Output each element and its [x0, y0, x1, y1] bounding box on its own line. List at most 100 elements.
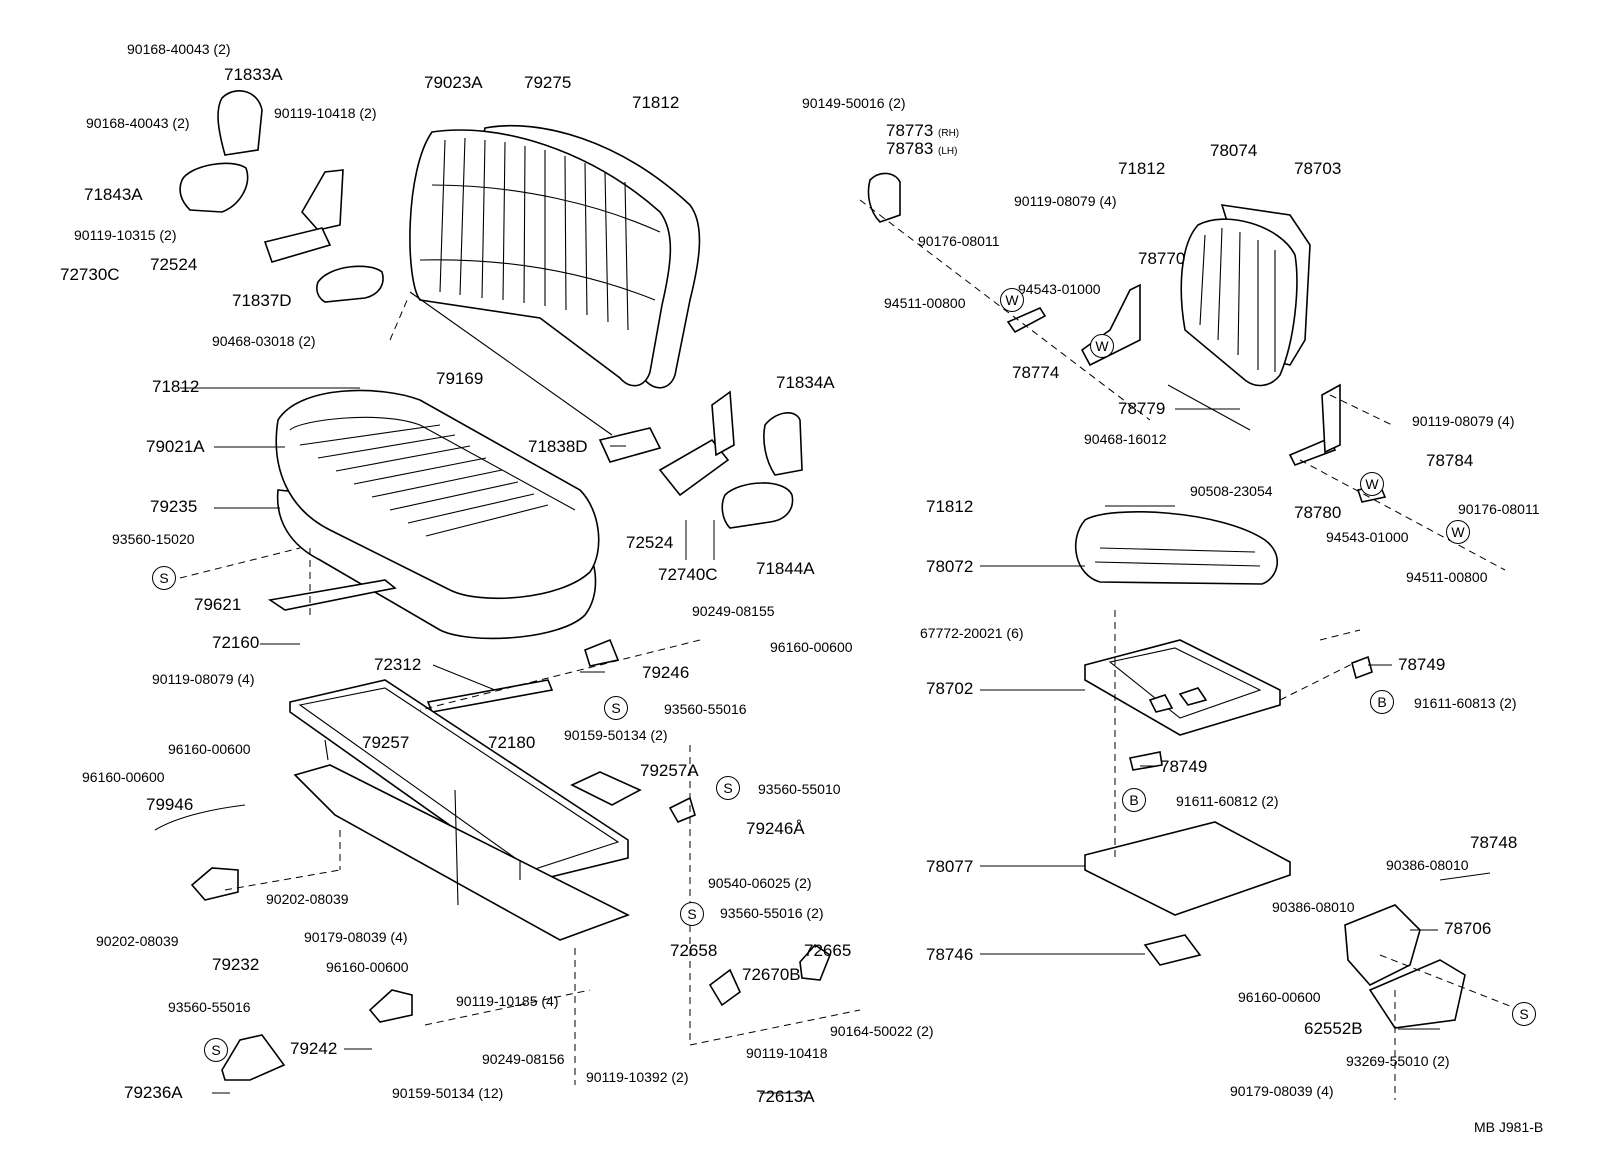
label-79621: 79621: [194, 595, 242, 614]
label-90119-10392: 90119-10392 (2): [586, 1069, 689, 1085]
label-79946: 79946: [146, 795, 194, 814]
label-78779: 78779: [1118, 399, 1166, 418]
label-72180: 72180: [488, 733, 536, 752]
label-78706: 78706: [1444, 919, 1492, 938]
label-94543-01000-r: 94543-01000: [1326, 529, 1409, 545]
label-90508-23054: 90508-23054: [1190, 483, 1273, 499]
label-72670b: 72670B: [742, 965, 801, 984]
label-78703: 78703: [1294, 159, 1342, 178]
symbol-b-circle: B: [1370, 690, 1394, 714]
label-90164-50022: 90164-50022 (2): [830, 1023, 934, 1039]
symbol-s-circle: S: [204, 1038, 228, 1062]
label-79169: 79169: [436, 369, 484, 388]
label-90540-06025: 90540-06025 (2): [708, 875, 812, 891]
label-78784: 78784: [1426, 451, 1474, 470]
label-78783: 78783 (LH): [886, 140, 957, 157]
label-72524-top: 72524: [150, 255, 198, 274]
label-72160: 72160: [212, 633, 260, 652]
label-71838d: 71838D: [528, 437, 588, 456]
label-78749-mid: 78749: [1160, 757, 1208, 776]
label-93560-55010: 93560-55010: [758, 781, 841, 797]
label-72740c: 72740C: [658, 565, 718, 584]
seat-frame-78702: [1084, 639, 1281, 736]
seat-frame-79257: [289, 679, 631, 941]
label-91611-60813: 91611-60813 (2): [1414, 695, 1517, 711]
label-78746: 78746: [926, 945, 974, 964]
label-79236a: 79236A: [124, 1083, 183, 1102]
label-90168-40043-top: 90168-40043 (2): [127, 41, 231, 57]
symbol-b-circle: B: [1122, 788, 1146, 812]
symbol-s-circle: S: [716, 776, 740, 800]
label-79232: 79232: [212, 955, 260, 974]
label-90468-03018: 90468-03018 (2): [212, 333, 316, 349]
label-79275: 79275: [524, 73, 572, 92]
label-90119-08079-r4: 90119-08079 (4): [1014, 193, 1117, 209]
seat-back-79023a: [409, 124, 701, 389]
label-91611-60812: 91611-60812 (2): [1176, 793, 1279, 809]
label-71837d: 71837D: [232, 291, 292, 310]
label-67772-20021: 67772-20021 (6): [920, 625, 1024, 641]
label-93560-55016-mid: 93560-55016: [664, 701, 747, 717]
label-79246: 79246: [642, 663, 690, 682]
label-78774: 78774: [1012, 363, 1060, 382]
label-96160-00600-b: 96160-00600: [82, 769, 165, 785]
label-78783-side: (LH): [938, 146, 958, 157]
symbol-w-circle: W: [1090, 334, 1114, 358]
label-93560-55016-low: 93560-55016: [168, 999, 251, 1015]
seat-cushion-78072: [1074, 511, 1279, 585]
label-90149-50016: 90149-50016 (2): [802, 95, 906, 111]
label-96160-00600-a: 96160-00600: [168, 741, 251, 757]
label-90386-08010-a: 90386-08010: [1386, 857, 1469, 873]
label-78077: 78077: [926, 857, 974, 876]
symbol-w-circle: W: [1000, 288, 1024, 312]
seat-back-78074: [1180, 218, 1298, 387]
label-78748: 78748: [1470, 833, 1518, 852]
label-96160-00600-mid: 96160-00600: [770, 639, 853, 655]
label-96160-00600-r: 96160-00600: [1238, 989, 1321, 1005]
label-90249-08155: 90249-08155: [692, 603, 775, 619]
label-78074: 78074: [1210, 141, 1258, 160]
label-72524-mid: 72524: [626, 533, 674, 552]
label-72613a: 72613A: [756, 1087, 815, 1106]
label-79246a: 79246Å: [746, 819, 805, 838]
label-90468-16012: 90468-16012: [1084, 431, 1167, 447]
label-90179-08039-r: 90179-08039 (4): [1230, 1083, 1334, 1099]
label-78773: 78773 (RH): [886, 122, 959, 139]
symbol-s-circle: S: [1512, 1002, 1536, 1026]
label-94511-00800-r: 94511-00800: [1406, 569, 1488, 585]
label-79021a: 79021A: [146, 437, 205, 456]
dashed-guides: [179, 199, 1521, 1100]
label-90119-10418-top: 90119-10418 (2): [274, 105, 377, 121]
label-78780: 78780: [1294, 503, 1342, 522]
label-72658: 72658: [670, 941, 718, 960]
symbol-s-circle: S: [680, 902, 704, 926]
label-71812-right-top: 71812: [1118, 159, 1166, 178]
label-90176-08011-top: 90176-08011: [918, 233, 1000, 249]
label-93560-55016-2: 93560-55016 (2): [720, 905, 824, 921]
label-90119-10315: 90119-10315 (2): [74, 227, 177, 243]
label-78702: 78702: [926, 679, 974, 698]
label-71844a: 71844A: [756, 559, 815, 578]
label-90119-10418-low: 90119-10418: [746, 1045, 828, 1061]
label-93560-15020: 93560-15020: [112, 531, 195, 547]
label-94511-00800-top: 94511-00800: [884, 295, 966, 311]
label-90168-40043-mid: 90168-40043 (2): [86, 115, 190, 131]
leader-lines: [180, 387, 1440, 1094]
label-79023a: 79023A: [424, 73, 483, 92]
label-90176-08011-r: 90176-08011: [1458, 501, 1540, 517]
symbol-w-circle: W: [1360, 472, 1384, 496]
label-79257: 79257: [362, 733, 410, 752]
label-71843a: 71843A: [84, 185, 143, 204]
seat-cushion-79021a: [275, 389, 600, 640]
label-78749-top: 78749: [1398, 655, 1446, 674]
symbol-w-circle: W: [1446, 520, 1470, 544]
label-62552b: 62552B: [1304, 1019, 1363, 1038]
label-90249-08156: 90249-08156: [482, 1051, 565, 1067]
label-71812-right-mid: 71812: [926, 497, 974, 516]
label-90159-50134-mid: 90159-50134 (2): [564, 727, 668, 743]
label-72665: 72665: [804, 941, 852, 960]
footer-code: MB J981-B: [1474, 1119, 1544, 1135]
symbol-s-circle: S: [152, 566, 176, 590]
label-90202-08039-l: 90202-08039: [96, 933, 179, 949]
